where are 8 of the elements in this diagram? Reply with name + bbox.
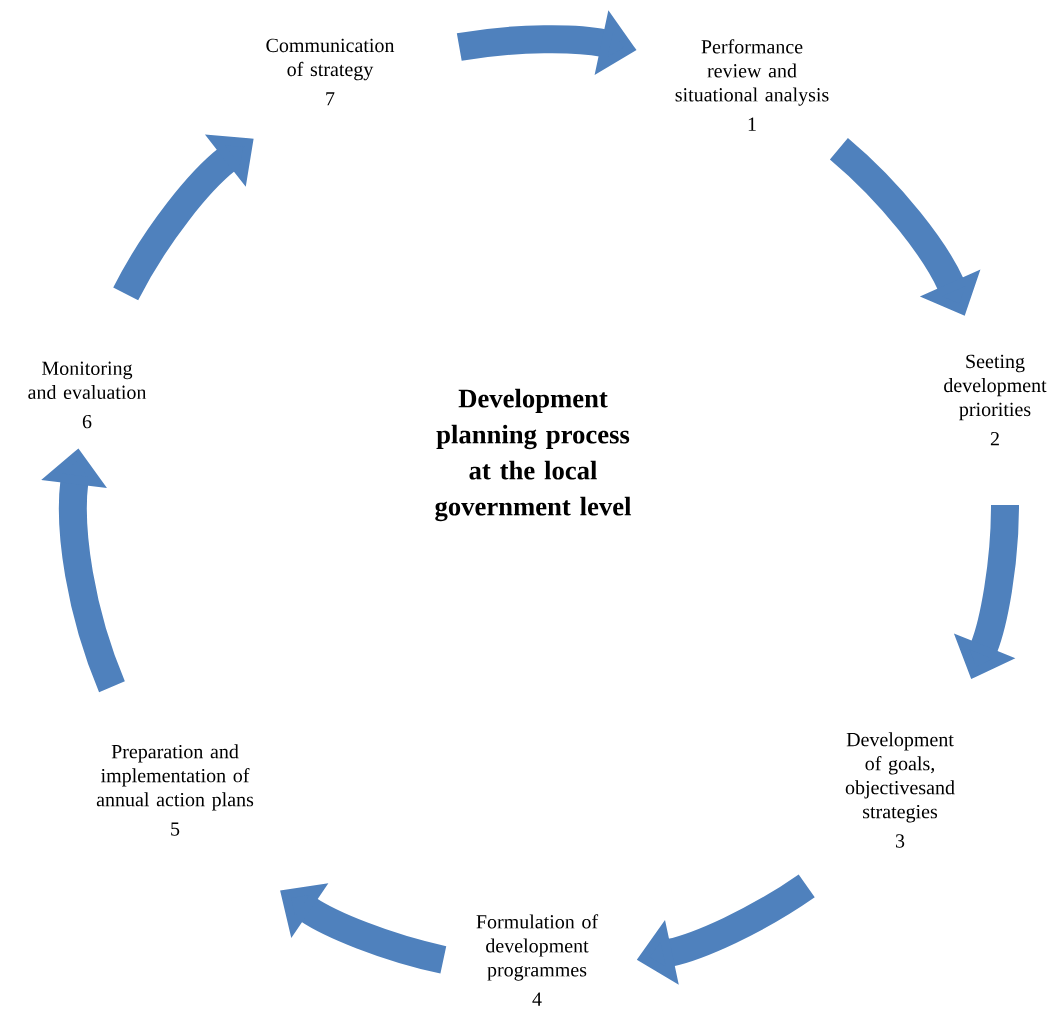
step-label: Communication of strategy 7 [266, 38, 395, 106]
step-label: Monitoring and evaluation 6 [28, 361, 147, 429]
step-label: Formulation of development programmes 4 [476, 914, 599, 1006]
step-label: Development of goals, objectivesand strategies 3 [845, 732, 955, 848]
step-label: Performance review and situational analysis 1 [675, 39, 829, 131]
step-label: Preparation and implementation of annual action plans 5 [96, 744, 254, 836]
step-label: Seeting development priorities 2 [944, 354, 1047, 446]
center-title: Development planning process at the local government level [435, 388, 632, 522]
